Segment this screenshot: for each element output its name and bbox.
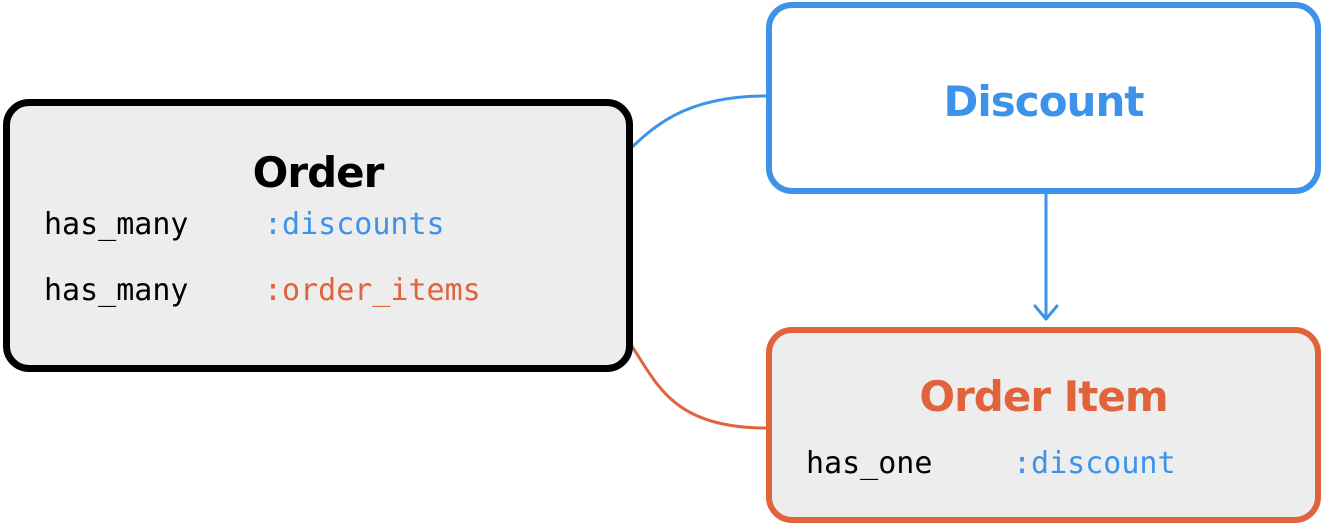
- order-row-1-symbol: :discounts: [264, 207, 445, 242]
- order-item-row-symbol: :discount: [1013, 446, 1176, 481]
- discount-title: Discount: [943, 77, 1145, 126]
- order-row-2-keyword: has_many: [44, 273, 189, 308]
- order-row-1-keyword: has_many: [44, 207, 189, 242]
- order-title: Order: [252, 148, 385, 197]
- order-item-box: Order Item has_one :discount: [766, 327, 1321, 523]
- order-row-2-symbol: :order_items: [264, 273, 481, 308]
- order-item-row-keyword: has_one: [806, 446, 933, 481]
- discount-box: Discount: [766, 2, 1321, 194]
- order-box: Order has_many :discounts has_many :orde…: [3, 99, 633, 372]
- arrow-head: [1033, 304, 1059, 321]
- order-item-title: Order Item: [919, 372, 1168, 421]
